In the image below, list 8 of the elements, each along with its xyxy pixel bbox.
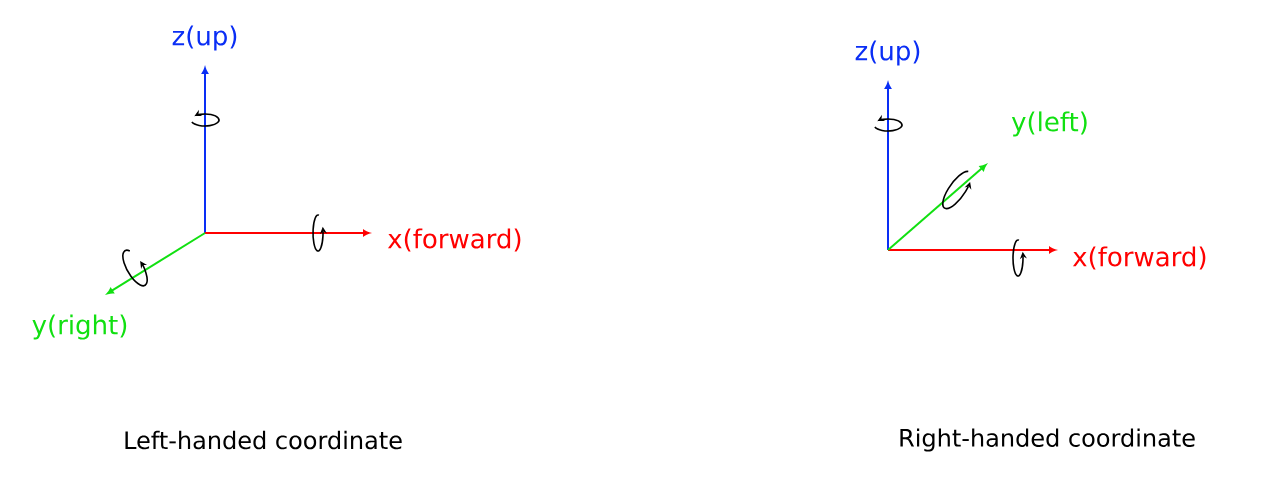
axis-label: x(forward) <box>387 228 521 252</box>
caption: Right-handed coordinate <box>900 428 1195 452</box>
axis-label: z(up) <box>172 25 237 51</box>
axis-label: x(forward) <box>1072 246 1206 270</box>
caption: Left-handed coordinate <box>125 430 402 450</box>
axis-label: y(right) <box>32 314 127 340</box>
axis-label: z(up) <box>855 40 920 66</box>
axis-label: y(left) <box>1011 111 1087 137</box>
